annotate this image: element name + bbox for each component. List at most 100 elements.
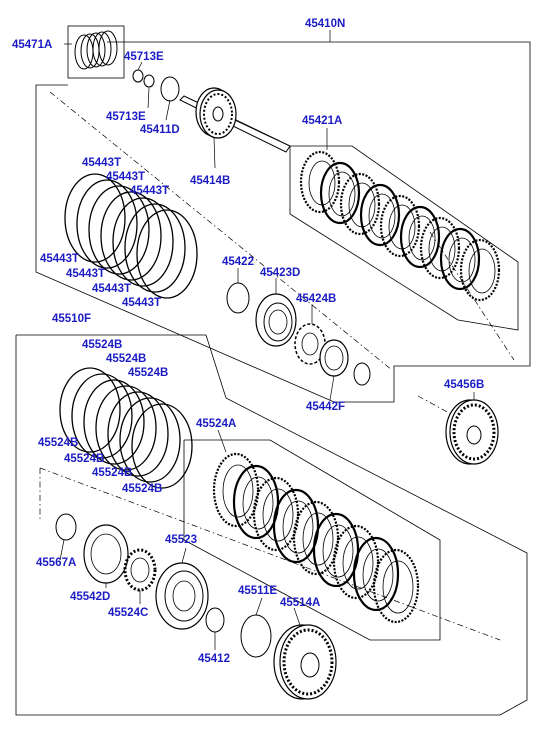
clutch-plate-inner bbox=[242, 476, 274, 530]
snap-ring bbox=[100, 191, 162, 281]
clutch-plate bbox=[339, 172, 381, 236]
clutch-plate-inner bbox=[328, 171, 356, 217]
snap-ring-45567A bbox=[55, 513, 77, 541]
plate-45542D bbox=[83, 524, 129, 584]
clutch-plate bbox=[292, 500, 340, 576]
label-45456B[interactable]: 45456B bbox=[444, 379, 484, 391]
clutch-plate-inner bbox=[302, 512, 334, 566]
clutch-plates-45421A bbox=[299, 150, 501, 302]
clutch-plate bbox=[352, 536, 400, 612]
clutch-plate-inner bbox=[222, 464, 254, 518]
clutch-plate bbox=[252, 476, 300, 552]
label-45524B-3[interactable]: 45524B bbox=[128, 367, 168, 379]
label-45524A[interactable]: 45524A bbox=[196, 418, 236, 430]
clutch-plate-inner bbox=[282, 500, 314, 554]
snap-ring bbox=[76, 179, 138, 269]
clutch-plate bbox=[372, 548, 420, 624]
label-45443T-4[interactable]: 45443T bbox=[40, 253, 79, 265]
label-45524B-6[interactable]: 45524B bbox=[92, 467, 132, 479]
label-45443T-5[interactable]: 45443T bbox=[66, 268, 105, 280]
snap-ring-45442F bbox=[353, 362, 371, 386]
label-45524B-7[interactable]: 45524B bbox=[122, 483, 162, 495]
label-45443T-3[interactable]: 45443T bbox=[130, 185, 169, 197]
lower-assembly-boundary bbox=[15, 334, 528, 716]
label-45510F[interactable]: 45510F bbox=[52, 313, 91, 325]
clutch-plate bbox=[379, 194, 421, 258]
label-45523[interactable]: 45523 bbox=[165, 534, 197, 546]
label-45713E-bottom[interactable]: 45713E bbox=[106, 111, 146, 123]
clutch-plate-inner bbox=[468, 248, 496, 294]
label-45412[interactable]: 45412 bbox=[198, 653, 230, 665]
snap-ring bbox=[95, 385, 157, 471]
snap-ring-45412 bbox=[205, 607, 225, 633]
snap-ring bbox=[59, 367, 121, 453]
label-45443T-6[interactable]: 45443T bbox=[92, 283, 131, 295]
clutch-plate-inner bbox=[322, 524, 354, 578]
label-45410N[interactable]: 45410N bbox=[305, 18, 345, 30]
centerline-upper bbox=[49, 91, 393, 371]
clutch-plate bbox=[232, 464, 280, 540]
label-45542D[interactable]: 45542D bbox=[70, 591, 110, 603]
label-45443T-1[interactable]: 45443T bbox=[82, 157, 121, 169]
ring-45422 bbox=[226, 282, 250, 314]
leader-lines bbox=[59, 30, 475, 650]
clutch-plate bbox=[299, 150, 341, 214]
label-45422[interactable]: 45422 bbox=[222, 256, 254, 268]
label-45524B-1[interactable]: 45524B bbox=[82, 339, 122, 351]
clutch-plate bbox=[359, 183, 401, 247]
clutch-plate-inner bbox=[448, 237, 476, 283]
snap-ring bbox=[124, 203, 186, 293]
hub-45524C bbox=[123, 548, 157, 592]
snap-ring bbox=[64, 173, 126, 263]
label-45524B-4[interactable]: 45524B bbox=[38, 437, 78, 449]
snap-ring bbox=[88, 185, 150, 275]
snap-ring bbox=[119, 397, 181, 483]
clutch-plate bbox=[439, 227, 481, 291]
label-45713E-top[interactable]: 45713E bbox=[124, 51, 164, 63]
piston-45523 bbox=[155, 562, 209, 630]
clutch-plate bbox=[332, 524, 380, 600]
label-45414B[interactable]: 45414B bbox=[190, 175, 230, 187]
springs-45524B bbox=[59, 367, 193, 489]
label-45514A[interactable]: 45514A bbox=[280, 597, 320, 609]
clutch-disc-frame-upper bbox=[289, 145, 519, 331]
clutch-plate-inner bbox=[362, 548, 394, 602]
clutch-plate-inner bbox=[368, 193, 396, 239]
snap-ring bbox=[112, 197, 174, 287]
label-45524C[interactable]: 45524C bbox=[108, 607, 148, 619]
label-45421A[interactable]: 45421A bbox=[302, 115, 342, 127]
centerline-lower bbox=[39, 467, 501, 641]
snap-ring bbox=[107, 391, 169, 477]
label-45443T-7[interactable]: 45443T bbox=[122, 297, 161, 309]
clutch-plate bbox=[319, 161, 361, 225]
label-45567A[interactable]: 45567A bbox=[36, 557, 76, 569]
clutch-plate bbox=[272, 488, 320, 564]
clutch-plate bbox=[312, 512, 360, 588]
clutch-plate bbox=[459, 238, 501, 302]
label-45411D[interactable]: 45411D bbox=[140, 124, 180, 136]
o-ring-45511E bbox=[240, 614, 272, 658]
ring-45442F bbox=[319, 339, 349, 377]
label-45442F[interactable]: 45442F bbox=[306, 401, 345, 413]
piston-45423D bbox=[255, 293, 297, 347]
shaft-45414B bbox=[179, 87, 291, 153]
clutch-plate-inner bbox=[382, 560, 414, 614]
label-45471A[interactable]: 45471A bbox=[12, 39, 52, 51]
clutch-plate-inner bbox=[408, 215, 436, 261]
label-45511E[interactable]: 45511E bbox=[238, 585, 277, 597]
clutch-plate bbox=[419, 216, 461, 280]
springs-45443T bbox=[64, 173, 198, 299]
label-45443T-2[interactable]: 45443T bbox=[106, 171, 145, 183]
label-45524B-2[interactable]: 45524B bbox=[106, 353, 146, 365]
label-45524B-5[interactable]: 45524B bbox=[64, 453, 104, 465]
clutch-plate bbox=[212, 452, 260, 528]
clutch-plate bbox=[399, 205, 441, 269]
label-45423D[interactable]: 45423D bbox=[260, 267, 300, 279]
spring-45471A bbox=[67, 25, 125, 79]
clutch-plate-inner bbox=[262, 488, 294, 542]
upper-assembly-boundary bbox=[35, 41, 531, 403]
label-45424B[interactable]: 45424B bbox=[296, 293, 336, 305]
snap-ring bbox=[131, 403, 193, 489]
